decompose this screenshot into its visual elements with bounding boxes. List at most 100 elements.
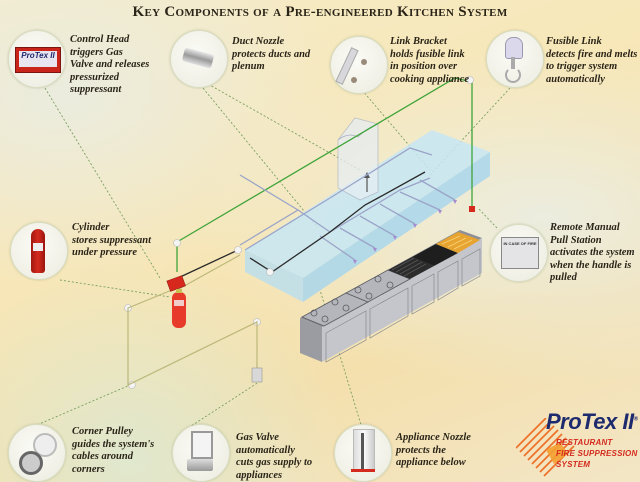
- logo-tagline-3: SYSTEM: [556, 460, 591, 469]
- label-line: detects fire and melts: [546, 48, 638, 60]
- bracket-bolt: [361, 59, 367, 65]
- label-line: in position over: [390, 61, 458, 72]
- label-line: protects the: [396, 444, 446, 456]
- corner-pulley-icon: [8, 424, 66, 482]
- duct-nozzle-icon: [170, 30, 228, 88]
- label-line: Duct Nozzle: [232, 36, 285, 47]
- label-line: under pressure: [72, 247, 138, 258]
- label-line: when the handle is: [550, 259, 632, 271]
- fusible-link-label: Fusible Link detects fire and melts to t…: [546, 36, 637, 86]
- leader-pull-station: [477, 207, 498, 229]
- label-line: automatically: [546, 73, 605, 85]
- pull-station-text: IN CASE OF FIRE: [503, 241, 537, 246]
- leader-link-bracket: [361, 89, 431, 171]
- leader-control-head: [44, 87, 161, 279]
- label-line: Valve and releases: [70, 59, 150, 70]
- gas-valve-icon: [172, 424, 230, 482]
- page-title: Key Components of a Pre-engineered Kitch…: [132, 4, 508, 20]
- nozzle-body: [353, 429, 375, 471]
- bracket-bolt: [351, 77, 357, 83]
- label-line: Control Head: [70, 34, 130, 45]
- logo-tagline-1: RESTAURANT: [556, 438, 613, 447]
- gas-valve-label: Gas Valve automatically cuts gas supply …: [236, 432, 312, 482]
- duct: [337, 117, 379, 201]
- label-line: suppressant: [70, 84, 122, 95]
- control-head-label: Control Head triggers Gas Valve and rele…: [70, 34, 149, 97]
- label-line: protects ducts and: [232, 48, 311, 60]
- valve-body: [191, 431, 213, 459]
- label-line: cables around: [72, 451, 133, 462]
- label-line: Remote Manual: [550, 222, 620, 233]
- cylinder-label: [33, 243, 43, 251]
- link-bracket-label: Link Bracket holds fusible link in posit…: [390, 36, 469, 86]
- leader-cylinder: [59, 279, 171, 298]
- fryer: [436, 232, 480, 253]
- gas-valve-mini: [251, 367, 263, 383]
- nozzle-body: [181, 47, 215, 69]
- burner-grates: [301, 269, 411, 327]
- appliance-nozzle-icon: [334, 424, 392, 482]
- logo-brand-text: ProTex II: [546, 409, 634, 434]
- logo-tagline-2: FIRE SUPPRESSION: [556, 449, 638, 458]
- leader-duct-nozzle-2: [207, 83, 361, 171]
- label-line: pulled: [550, 272, 577, 283]
- control-head-brand: ProTex II: [19, 51, 57, 67]
- remote-pull-station-label: Remote Manual Pull Station activates the…: [550, 222, 635, 285]
- nozzle-stem: [361, 433, 364, 471]
- label-line: stores suppressant: [72, 234, 152, 246]
- fusible-link-icon: [486, 30, 544, 88]
- pulley-wheel: [19, 451, 43, 475]
- label-line: Appliance Nozzle: [396, 432, 471, 443]
- cylinder-icon: [10, 222, 68, 280]
- label-line: cooking appliance: [390, 73, 470, 85]
- logo-trademark: ®: [633, 416, 638, 423]
- label-line: holds fusible link: [390, 48, 465, 60]
- label-line: appliance below: [396, 457, 466, 468]
- pull-station-plate: IN CASE OF FIRE: [501, 237, 539, 269]
- oven-doors: [325, 248, 481, 363]
- label-line: to trigger system: [546, 61, 618, 72]
- link-tab: [505, 37, 523, 59]
- label-line: Link Bracket: [390, 36, 447, 47]
- control-head-box: ProTex II: [15, 47, 61, 73]
- cylinder-body: [31, 229, 45, 273]
- control-head-icon: ProTex II: [8, 30, 66, 88]
- label-line: Pull Station: [550, 234, 602, 246]
- link-stem: [511, 57, 515, 69]
- label-line: Corner Pulley: [72, 426, 133, 437]
- protex-logo: ProTex II® RESTAURANT FIRE SUPPRESSION S…: [516, 410, 640, 480]
- link-bracket-icon: [330, 36, 388, 94]
- appliance-nozzle-label: Appliance Nozzle protects the appliance …: [396, 432, 471, 470]
- label-line: Gas Valve: [236, 432, 279, 443]
- pull-station-icon: IN CASE OF FIRE: [490, 224, 548, 282]
- logo-stripes-icon: [516, 418, 575, 477]
- cylinder-label-text: Cylinder stores suppressant under pressu…: [72, 222, 151, 260]
- nozzle-ring: [351, 469, 375, 472]
- label-line: appliances: [236, 469, 283, 481]
- cooking-appliance-line: [300, 230, 482, 363]
- gas-valve-cable: [127, 254, 258, 386]
- nozzle-drops: [353, 200, 457, 264]
- label-line: Fusible Link: [546, 36, 602, 47]
- link-hook: [505, 67, 521, 83]
- label-line: plenum: [232, 61, 265, 72]
- control-head-mini: [166, 275, 186, 292]
- label-line: pressurized: [70, 71, 120, 83]
- remote-pull-station-mini: [469, 206, 475, 212]
- leader-corner-pulley: [29, 384, 131, 429]
- griddle: [412, 244, 458, 266]
- label-line: guides the system's: [72, 438, 155, 450]
- leader-lines: [29, 81, 511, 431]
- label-line: triggers Gas: [70, 46, 123, 58]
- leader-gas-valve: [184, 379, 263, 431]
- label-line: Cylinder: [72, 222, 110, 233]
- valve-pipe: [187, 459, 213, 471]
- label-line: corners: [72, 463, 105, 475]
- logo-brand: ProTex II®: [546, 410, 638, 434]
- char-broiler: [388, 257, 434, 279]
- corner-pulley-label: Corner Pulley guides the system's cables…: [72, 426, 154, 476]
- label-line: automatically: [236, 444, 295, 456]
- leader-duct-nozzle: [197, 81, 319, 229]
- duct-nozzle-label: Duct Nozzle protects ducts and plenum: [232, 36, 310, 74]
